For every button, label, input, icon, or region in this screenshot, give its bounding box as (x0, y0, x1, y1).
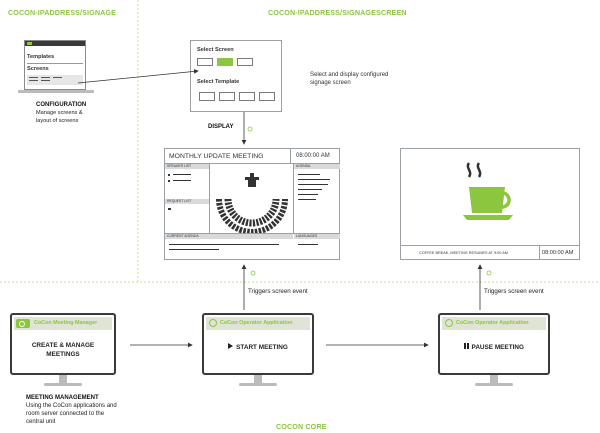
laptop-screen: Templates Screens (24, 40, 86, 90)
template-option-4[interactable] (259, 92, 275, 101)
select-template-label: Select Template (197, 79, 240, 85)
display-label: DISPLAY (208, 124, 234, 130)
configuration-title: CONFIGURATION (36, 102, 87, 108)
laptop-base (18, 90, 94, 93)
operator-1-screen: CoCon Operator Application START MEETING (202, 313, 314, 375)
meeting-manager-screen: CoCon Meeting Manager CREATE & MANAGE ME… (10, 313, 116, 375)
meeting-management-desc-3: central unit (26, 419, 56, 425)
configuration-laptop: Templates Screens (18, 40, 94, 96)
speaker-list-label: SPEAKER LIST (167, 164, 192, 168)
config-to-selector-arrow (77, 69, 199, 84)
screen-option-1[interactable] (197, 58, 213, 66)
coffee-break-message: COFFEE BREAK, MEETING RESUMES AT 9:00 AM (419, 251, 508, 255)
operator-1-titlebar: CoCon Operator Application (206, 317, 310, 330)
manager-action-2: MEETINGS (46, 351, 80, 358)
meeting-manager-monitor: CoCon Meeting Manager CREATE & MANAGE ME… (10, 313, 116, 389)
section-signagescreen-heading: COCON-IPADDRESS/SIGNAGESCREEN (268, 8, 407, 17)
template-option-3[interactable] (239, 92, 255, 101)
current-agenda-label: CURRENT AGENDA (167, 234, 199, 238)
meeting-title: MONTHLY UPDATE MEETING (169, 153, 264, 160)
configuration-desc-1: Manage screens & (36, 110, 83, 116)
meeting-manager-titlebar: CoCon Meeting Manager (14, 317, 112, 330)
coffee-break-signage-screen: COFFEE BREAK, MEETING RESUMES AT 9:00 AM… (400, 148, 580, 260)
template-option-2[interactable] (219, 92, 235, 101)
selector-desc-1: Select and display configured (310, 72, 389, 78)
coffee-cup-icon (463, 162, 513, 220)
meeting-time: 08:00:00 AM (296, 153, 330, 159)
meeting-management-desc-2: room server connected to the (26, 411, 105, 417)
operator-app-icon (445, 319, 453, 327)
operator-app-icon (209, 319, 217, 327)
screen-option-3[interactable] (237, 58, 253, 66)
event-label-left: Triggers screen event (248, 288, 308, 295)
play-icon (228, 343, 234, 349)
operator-2-screen: CoCon Operator Application PAUSE MEETING (438, 313, 550, 375)
selector-panel: Select Screen Select Template (190, 40, 282, 112)
seating-plan-icon (216, 173, 288, 235)
operator-monitor-2: CoCon Operator Application PAUSE MEETING (438, 313, 550, 389)
meeting-management-title: MEETING MANAGEMENT (26, 395, 99, 401)
meeting-signage-screen: MONTHLY UPDATE MEETING 08:00:00 AM SPEAK… (164, 148, 340, 260)
pause-meeting-button[interactable]: PAUSE MEETING (440, 343, 548, 351)
event-label-right: Triggers screen event (484, 288, 544, 295)
select-screen-label: Select Screen (197, 47, 234, 53)
template-option-1[interactable] (199, 92, 215, 101)
screens-label: Screens (27, 66, 49, 72)
operator-2-titlebar: CoCon Operator Application (442, 317, 546, 330)
operator-monitor-1: CoCon Operator Application START MEETING (202, 313, 314, 389)
templates-label: Templates (27, 54, 55, 60)
selector-desc-2: signage screen (310, 80, 351, 86)
screen-option-2-selected[interactable] (217, 58, 233, 66)
section-core-heading: COCON CORE (276, 422, 327, 431)
laptop-titlebar (25, 41, 85, 46)
request-list-label: REQUEST LIST (167, 199, 192, 203)
agenda-label: AGENDA (296, 164, 311, 168)
languages-label: LANGUAGES (296, 234, 318, 238)
manager-action-1: CREATE & MANAGE (31, 342, 95, 349)
section-signage-heading: COCON-IPADDRESS/SIGNAGE (8, 8, 117, 17)
configuration-desc-2: layout of screens (36, 118, 79, 124)
start-meeting-button[interactable]: START MEETING (204, 343, 312, 351)
coffee-break-time: 08:00:00 AM (542, 250, 574, 256)
pause-icon (464, 343, 466, 349)
meeting-management-desc-1: Using the CoCon applications and (26, 403, 117, 409)
